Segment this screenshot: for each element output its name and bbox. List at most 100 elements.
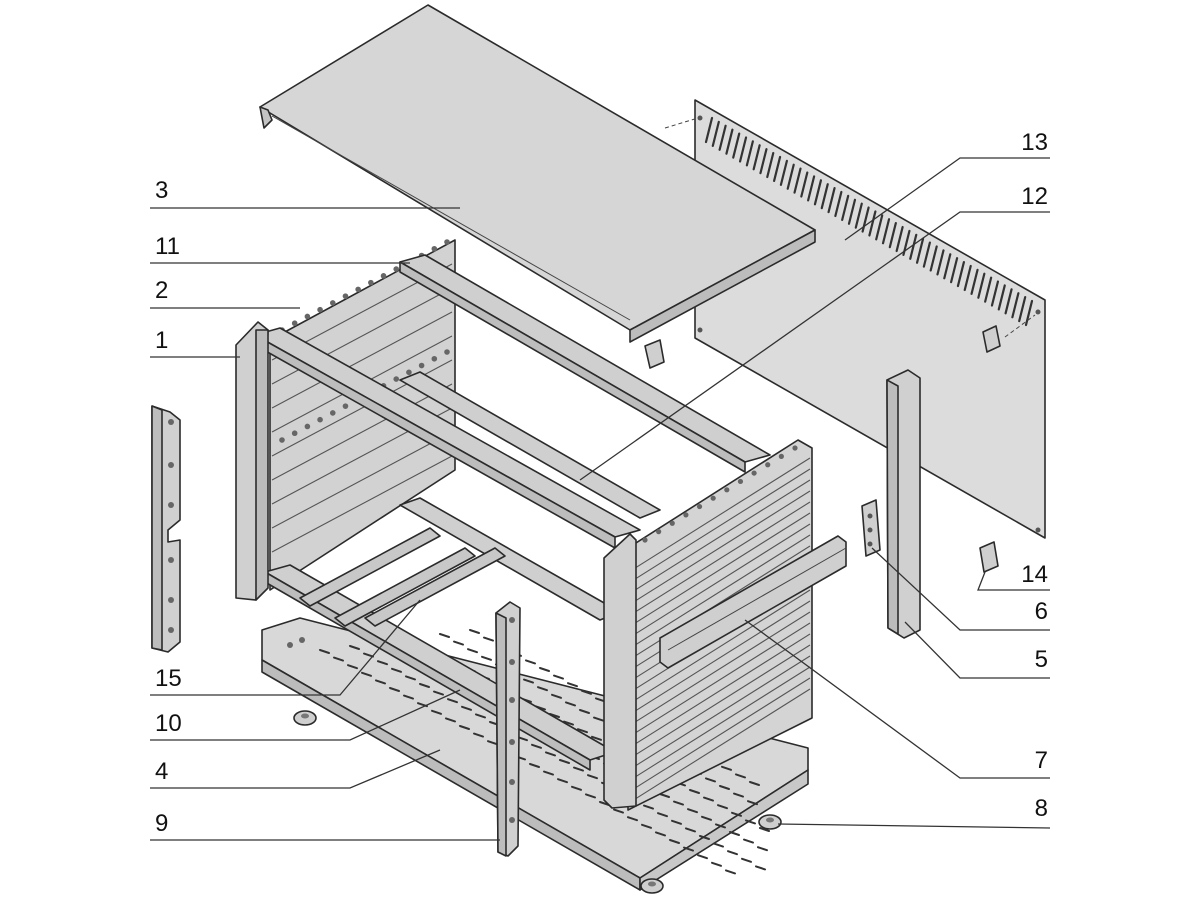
vent-slot (685, 827, 696, 833)
vent-slot (573, 766, 584, 772)
mounting-hole (279, 437, 285, 443)
vent-slot (687, 808, 698, 814)
vent-slot (733, 792, 744, 798)
vent-slot (915, 237, 925, 264)
vent-slot (627, 816, 638, 822)
vent-slot (557, 778, 568, 784)
vent-slot (671, 819, 682, 825)
vent-slot (567, 682, 578, 688)
mounting-hole (509, 739, 515, 745)
vent-slot (752, 144, 761, 171)
vent-slot (563, 720, 574, 726)
vent-slot (389, 687, 400, 692)
vent-slot (745, 819, 756, 825)
right-front-upright (603, 533, 637, 809)
wall-rib (271, 311, 453, 409)
leader-12 (579, 211, 1050, 481)
vent-slot (725, 128, 734, 155)
mounting-hole (355, 286, 361, 293)
vent-slot (673, 800, 684, 806)
vent-slot (1011, 292, 1020, 319)
vent-slot (841, 194, 850, 221)
top-cover (259, 4, 816, 343)
vent-slot (963, 264, 972, 292)
feet (293, 710, 782, 894)
callout-11: 11 (155, 233, 180, 260)
vent-slot (1024, 299, 1034, 327)
vent-slot (943, 253, 952, 280)
callout-10: 10 (155, 710, 182, 737)
vent-slot (847, 198, 857, 225)
vent-slot (529, 763, 540, 768)
vent-slot (909, 233, 918, 260)
vent-slot (936, 249, 945, 276)
mounting-hole (509, 817, 515, 823)
vent-slot (453, 640, 464, 646)
mounting-hole (724, 487, 730, 493)
vent-slot (834, 190, 843, 218)
mounting-hole (168, 597, 174, 603)
leader-4 (150, 749, 441, 789)
vent-slot (725, 869, 736, 875)
vent-slot (749, 781, 760, 786)
mounting-hole (642, 537, 648, 543)
vent-slot (727, 850, 738, 856)
wall-rib (631, 534, 811, 648)
callout-6: 6 (1035, 598, 1048, 625)
mounting-hole (444, 239, 450, 245)
vent-slot (984, 276, 993, 303)
vent-slot (881, 218, 891, 245)
mounting-hole (765, 462, 771, 468)
vent-slot (929, 245, 938, 272)
vent-slot (361, 671, 372, 677)
wall-rib (631, 633, 811, 747)
mounting-hole (509, 779, 515, 785)
wall-rib (631, 468, 811, 582)
mounting-clips (644, 325, 1001, 573)
vent-slot (439, 633, 450, 638)
vent-slot (481, 655, 492, 661)
wall-rib (271, 431, 453, 529)
small-bracket (861, 499, 881, 557)
vent-slot (537, 686, 548, 692)
vent-slot (772, 155, 782, 183)
callout-13: 13 (1021, 129, 1048, 156)
wall-rib (631, 644, 811, 758)
right-upright-profile (886, 369, 921, 639)
vent-slot (729, 831, 740, 836)
mounting-hole (710, 495, 716, 501)
vent-slot (997, 284, 1006, 311)
vent-slot (333, 656, 344, 662)
mounting-hole (792, 445, 798, 451)
vent-slot (531, 743, 542, 749)
vent-slot (745, 140, 754, 167)
leader-14 (977, 571, 1050, 591)
vent-slot (641, 823, 652, 829)
vent-slot (377, 660, 388, 666)
vent-slot (705, 777, 716, 783)
mounting-hole (737, 478, 744, 485)
vent-slot (800, 171, 809, 198)
vent-slot (445, 717, 456, 723)
mounting-hole (168, 502, 174, 508)
wall-rib (631, 611, 811, 725)
vent-slot (403, 694, 414, 700)
vent-slot (419, 683, 430, 688)
mounting-hole (393, 376, 400, 382)
vent-slot (854, 202, 863, 229)
vent-slot (779, 159, 788, 186)
vent-slot (543, 770, 554, 776)
vent-slot (759, 148, 768, 175)
vent-slot (950, 257, 959, 284)
vent-slot (363, 652, 374, 658)
vent-slot (977, 272, 986, 299)
mounting-hole (168, 627, 174, 633)
vent-slot (585, 793, 596, 799)
vent-slot (577, 728, 588, 734)
vent-slot (1004, 288, 1013, 315)
vent-slot (483, 636, 494, 642)
vent-slot (431, 709, 442, 715)
vent-slot (475, 713, 486, 719)
wall-rib (631, 523, 811, 637)
vent-slot (683, 846, 694, 852)
